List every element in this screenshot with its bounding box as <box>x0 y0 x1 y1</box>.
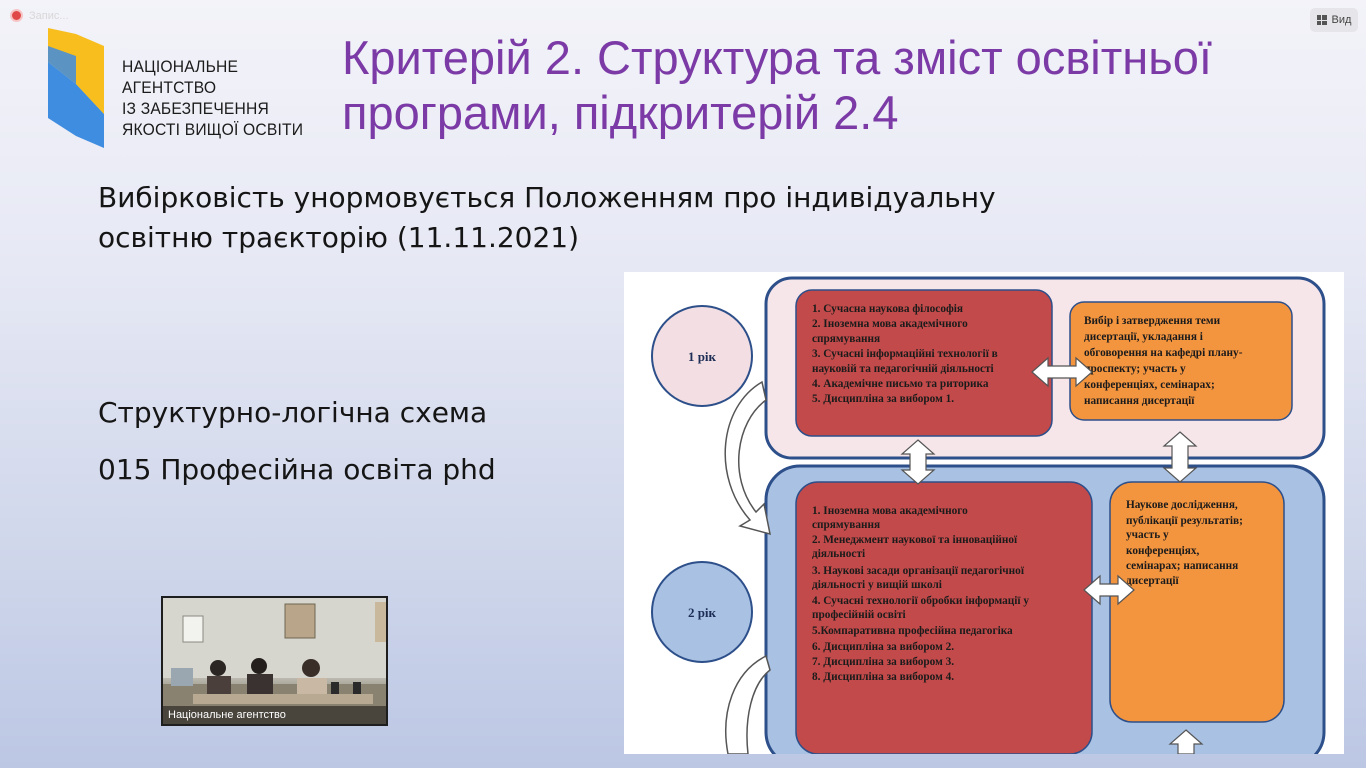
year2-label: 2 рік <box>688 605 717 620</box>
continuation-arrow <box>725 654 771 754</box>
research-vertical-arrow <box>1162 431 1198 483</box>
year2-course-line: 1. Іноземна мова академічного <box>812 505 968 517</box>
year2-course-line: 7. Дисципліна за вибором 3. <box>812 656 954 668</box>
year1-courses-box <box>795 289 1053 437</box>
year1-course-line: 1. Сучасна наукова філософія <box>812 303 963 315</box>
slide-title-line: Критерій 2. Структура та зміст освітньої <box>342 31 1212 84</box>
participant-video[interactable]: Національне агентство <box>161 596 388 726</box>
year2-course-line: 8. Дисципліна за вибором 4. <box>812 671 954 683</box>
agency-name-line: АГЕНТСТВО <box>122 78 217 97</box>
year1-course-line: науковій та педагогічній діяльності <box>812 363 994 375</box>
view-button-label: Вид <box>1331 14 1352 26</box>
year1-research-line: написання дисертації <box>1084 395 1195 407</box>
year1-course-line: 5. Дисципліна за вибором 1. <box>812 393 954 405</box>
year1-label: 1 рік <box>688 349 717 364</box>
year2-research-line: дисертації <box>1126 575 1180 587</box>
agency-logo <box>48 28 104 148</box>
slide-subtitle-line: освітню траєкторію (11.11.2021) <box>98 221 580 254</box>
year1-research-box <box>1069 301 1293 421</box>
courses-vertical-arrow <box>900 439 936 485</box>
year2-course-line: діяльності у вищій школі <box>812 579 942 591</box>
slide-subtitle: Вибірковість унормовується Положенням пр… <box>98 178 996 258</box>
agency-name-line: ІЗ ЗАБЕЗПЕЧЕННЯ <box>122 99 269 118</box>
year1-research-line: обговорення на кафедрі плану- <box>1084 347 1243 359</box>
year2-research-line: участь у <box>1126 529 1169 541</box>
year2-research-line: конференціях, <box>1126 545 1200 557</box>
program-label: 015 Професійна освіта phd <box>98 453 496 486</box>
year1-course-line: 2. Іноземна мова академічного <box>812 318 968 330</box>
record-icon <box>10 9 23 22</box>
research-down-arrow <box>1168 729 1204 754</box>
year1-course-line: 4. Академічне письмо та риторика <box>812 378 989 390</box>
year2-research-line: публікації результатів; <box>1126 515 1243 527</box>
recording-label: Запис... <box>29 9 69 22</box>
year2-courses-box <box>795 481 1093 754</box>
year2-research-line: семінарах; написання <box>1126 560 1238 572</box>
year-transition-arrow <box>724 380 771 536</box>
year2-link-arrow <box>1083 574 1135 606</box>
year2-research-line: Наукове дослідження, <box>1126 499 1238 511</box>
year2-course-line: професійній освіті <box>812 609 906 621</box>
year1-course-line: 3. Сучасні інформаційні технології в <box>812 348 998 360</box>
year1-research-line: проспекту; участь у <box>1084 363 1186 375</box>
year2-course-line: 3. Наукові засади організації педагогічн… <box>812 565 1025 577</box>
year1-research-line: дисертації, укладання і <box>1084 331 1203 343</box>
grid-view-icon <box>1316 15 1327 25</box>
slide-title-line: програми, підкритерій 2.4 <box>342 86 899 139</box>
structure-scheme: 1 рік 2 рік 1. Сучасна наукова філософія… <box>624 272 1344 754</box>
year2-course-line: 4. Сучасні технології обробки інформації… <box>812 595 1029 607</box>
slide-subtitle-line: Вибірковість унормовується Положенням пр… <box>98 181 996 214</box>
year1-link-arrow <box>1031 356 1093 388</box>
slide-title: Критерій 2. Структура та зміст освітньої… <box>342 30 1342 140</box>
year2-course-line: 5.Компаративна професійна педагогіка <box>812 625 1013 637</box>
video-frame <box>163 598 386 724</box>
video-caption: Національне агентство <box>163 706 386 724</box>
agency-name-line: НАЦІОНАЛЬНЕ <box>122 57 239 76</box>
agency-name: НАЦІОНАЛЬНЕ АГЕНТСТВО ІЗ ЗАБЕЗПЕЧЕННЯ ЯК… <box>122 56 303 140</box>
year1-research-line: конференціях, семінарах; <box>1084 379 1215 391</box>
year1-research-line: Вибір і затвердження теми <box>1084 315 1221 327</box>
year2-research-box <box>1109 481 1285 723</box>
scheme-label: Структурно-логічна схема <box>98 396 488 429</box>
year1-circle <box>651 305 753 407</box>
agency-name-line: ЯКОСТІ ВИЩОЇ ОСВІТИ <box>122 120 304 139</box>
year2-course-line: 2. Менеджмент наукової та інноваційної <box>812 534 1018 546</box>
year2-course-line: діяльності <box>812 548 865 560</box>
year2-circle <box>651 561 753 663</box>
recording-indicator[interactable]: Запис... <box>10 9 69 22</box>
year2-course-line: 6. Дисципліна за вибором 2. <box>812 641 954 653</box>
year1-course-line: спрямування <box>812 333 880 345</box>
view-button[interactable]: Вид <box>1310 8 1358 32</box>
year2-course-line: спрямування <box>812 519 880 531</box>
